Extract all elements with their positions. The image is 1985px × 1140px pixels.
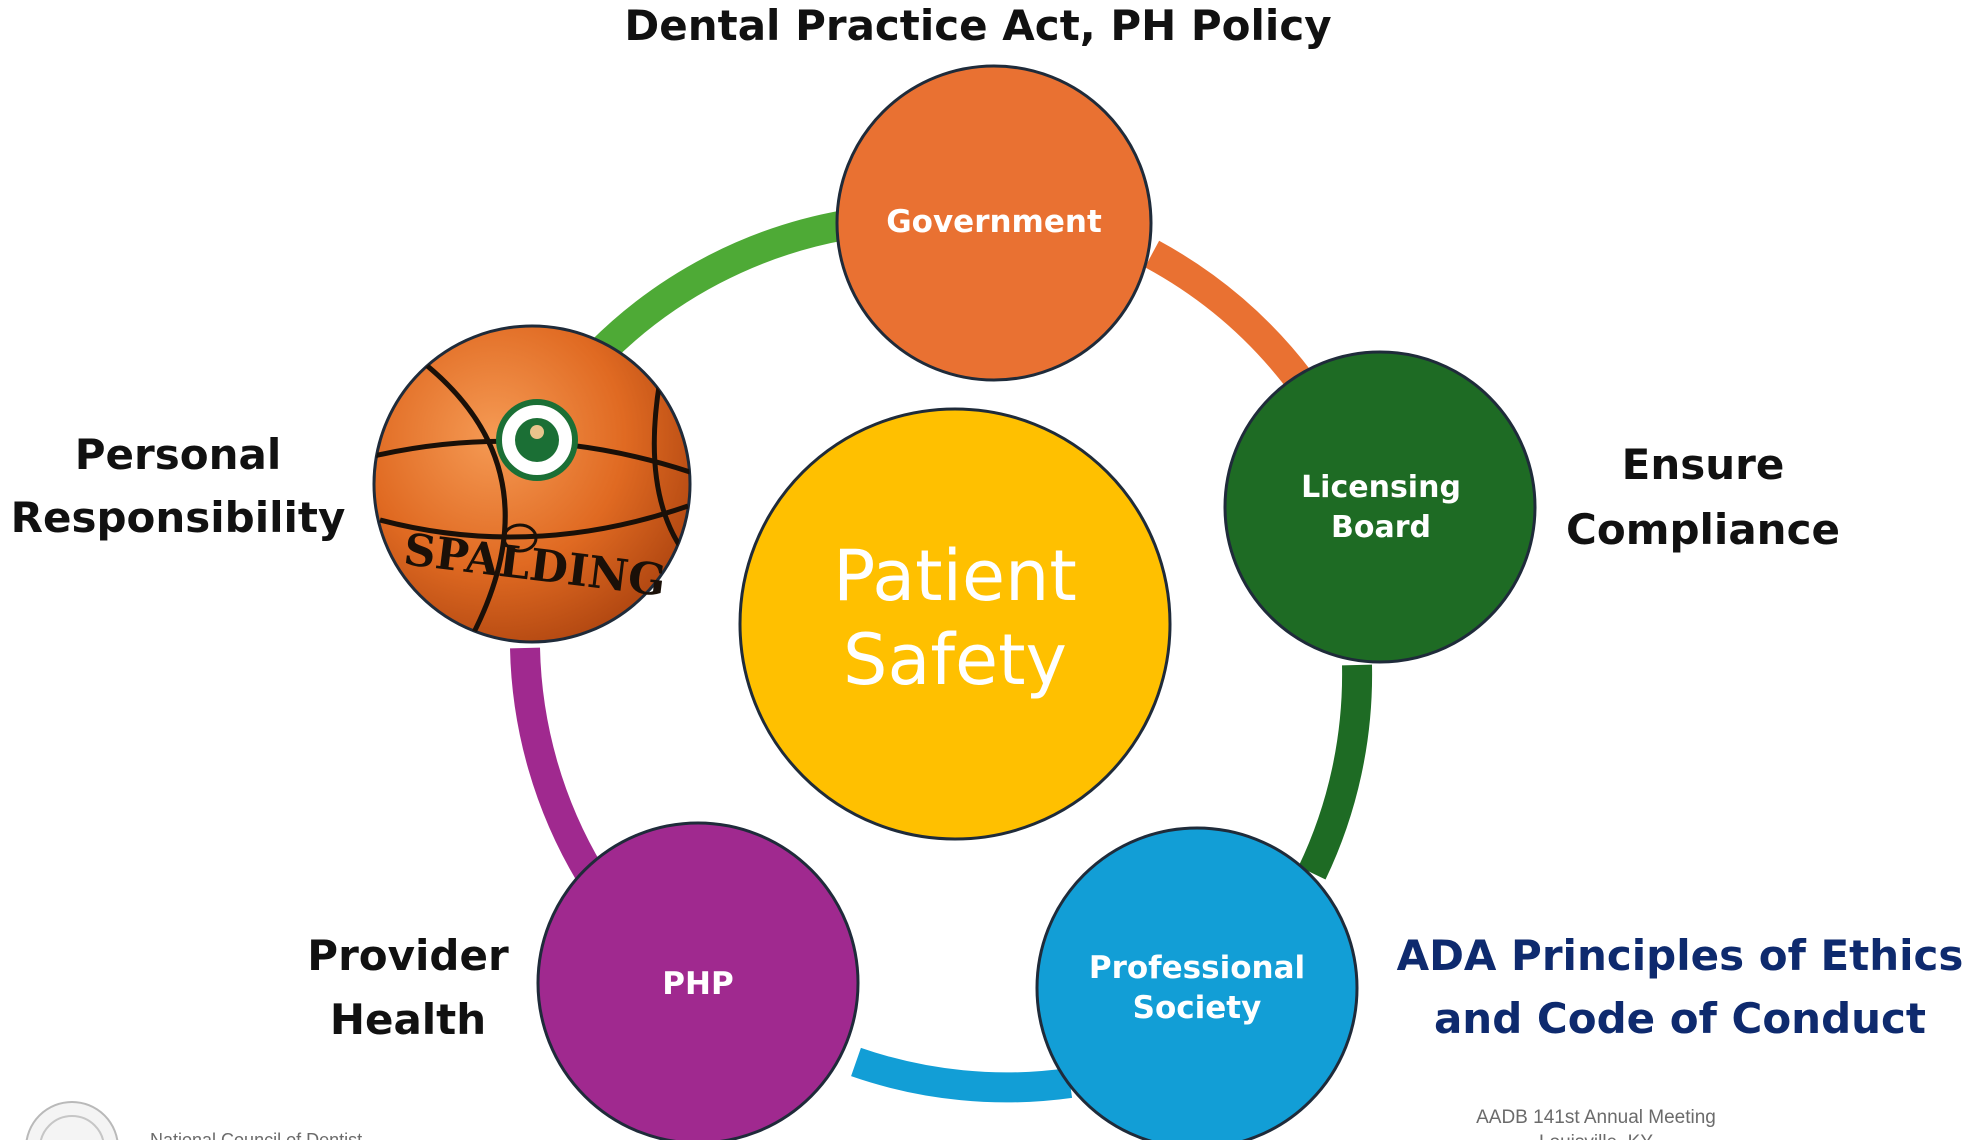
bottom-left-label-line1: Provider [307,931,509,980]
footer-right-line2: Louisville, KY [1539,1132,1653,1140]
professional-society-label-line2: Society [1133,990,1262,1026]
arc-licensing-professional [1298,664,1373,880]
licensing-board-label-line2: Board [1331,510,1431,545]
left-label-line2: Responsibility [11,493,346,542]
arc-personal-government [589,210,848,364]
center-circle [738,407,1172,841]
right-label-line2: Compliance [1566,505,1840,554]
php-circle [536,821,860,1140]
php-label: PHP [662,966,733,1002]
government-label: Government [886,204,1102,240]
footer-left-text: National Council of Dentist [150,1130,362,1140]
arc-professional-php [851,1047,1073,1103]
left-label-line1: Personal [75,430,281,479]
center-label-line2: Safety [843,619,1067,701]
footer-right-line1: AADB 141st Annual Meeting [1476,1107,1716,1128]
government-circle [835,64,1153,382]
right-label-line1: Ensure [1622,440,1785,489]
center-label-line1: Patient [833,535,1077,617]
celtics-logo-icon [496,399,578,481]
arc-php-personal [510,647,603,882]
bottom-right-label-line2: and Code of Conduct [1434,994,1926,1043]
arc-government-licensing [1144,240,1312,391]
licensing-board-circle [1223,350,1537,664]
basketball-image: SPALDING [372,324,692,644]
licensing-board-label-line1: Licensing [1301,470,1461,505]
bottom-left-label-line2: Health [330,995,486,1044]
professional-society-circle [1035,826,1359,1140]
footer-seal-icon [25,1101,119,1140]
bottom-right-label-line1: ADA Principles of Ethics [1397,931,1964,980]
professional-society-label-line1: Professional [1089,950,1305,986]
top-label: Dental Practice Act, PH Policy [624,1,1331,50]
